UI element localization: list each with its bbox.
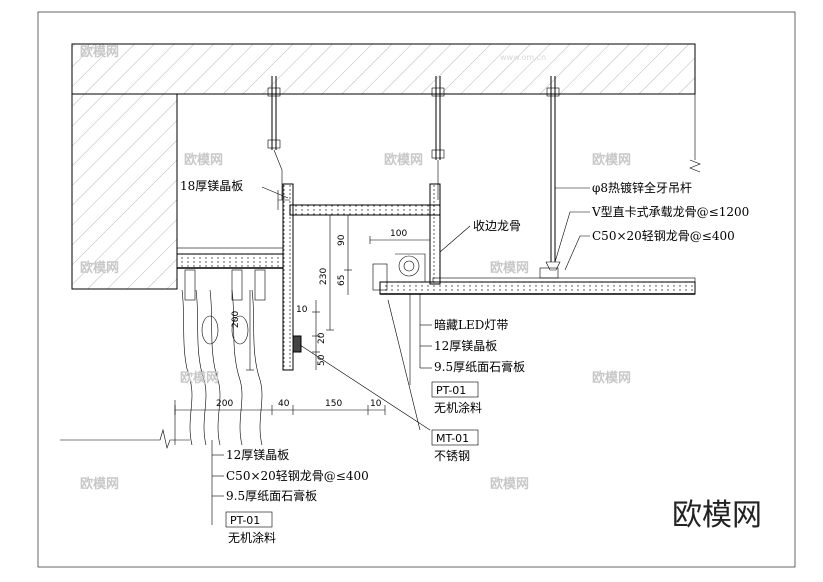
label-gypsum-left: 9.5厚纸面石膏板: [226, 488, 317, 503]
watermark-url: www.om.cn: [500, 53, 546, 62]
dim-50: 50: [317, 354, 327, 366]
watermark-3: 欧模网: [384, 152, 423, 168]
dim-20: 20: [317, 332, 327, 344]
watermark-2: 欧模网: [184, 152, 223, 168]
dim-10a: 10: [296, 305, 308, 315]
dim-200h: 200: [216, 399, 233, 409]
brand-logo: 欧模网: [672, 498, 762, 533]
watermark-5: 欧模网: [80, 260, 119, 276]
label-gypsum-right: 9.5厚纸面石膏板: [434, 359, 525, 374]
label-rod: φ8热镀锌全牙吊杆: [592, 180, 692, 195]
watermark-4: 欧模网: [592, 152, 631, 168]
dimension-lines: [174, 214, 431, 445]
hanger-rods: [267, 76, 561, 271]
watermark-1: 欧模网: [80, 44, 119, 60]
label-board18: 18厚镁晶板: [180, 179, 243, 193]
dim-200v: 200: [231, 311, 241, 328]
dim-40: 40: [278, 399, 290, 409]
tag-mt01: MT-01: [436, 432, 469, 445]
watermark-6: 欧模网: [490, 260, 529, 276]
dim-90: 90: [337, 234, 347, 246]
label-v-keel: V型直卡式承载龙骨@≤1200: [591, 205, 749, 219]
tag-pt01-left: PT-01: [230, 514, 260, 527]
dim-150: 150: [325, 399, 342, 409]
ceiling-step-box: [277, 183, 441, 371]
concrete-slab: [71, 43, 701, 173]
ceiling-right: [379, 267, 696, 295]
watermark-8: 欧模网: [592, 370, 631, 386]
ceiling-left: [176, 247, 284, 269]
label-board12-right: 12厚镁晶板: [434, 339, 497, 353]
floor-line: [60, 428, 190, 450]
mt01-box: [431, 429, 479, 446]
label-pt01-left-desc: 无机涂料: [228, 530, 276, 545]
dim-10b: 10: [370, 399, 382, 409]
label-led: 暗藏LED灯带: [434, 317, 508, 332]
drawing-frame: [37, 11, 796, 568]
label-c50-left: C50×20轻钢龙骨@≤400: [226, 469, 369, 483]
watermark-7: 欧模网: [180, 370, 219, 386]
pt01-left-box: [225, 511, 273, 528]
stainless-trim: [292, 335, 302, 353]
concrete-wall: [71, 93, 178, 290]
dim-65: 65: [337, 275, 347, 286]
label-pt01-right-desc: 无机涂料: [434, 400, 482, 415]
label-mt01-desc: 不锈钢: [434, 449, 470, 463]
label-board12-left: 12厚镁晶板: [226, 448, 289, 462]
dim-100: 100: [390, 229, 407, 239]
watermark-10: 欧模网: [490, 476, 529, 492]
curtain: [181, 269, 266, 446]
leader-lines: [211, 186, 590, 525]
edge-keel-led: [372, 253, 426, 291]
dim-230: 230: [319, 268, 329, 285]
label-c50-right: C50×20轻钢龙骨@≤400: [592, 229, 735, 243]
tag-pt01-right: PT-01: [436, 384, 466, 397]
watermark-9: 欧模网: [80, 476, 119, 492]
label-edge-keel: 收边龙骨: [473, 219, 521, 233]
pt01-right-box: [431, 381, 479, 398]
